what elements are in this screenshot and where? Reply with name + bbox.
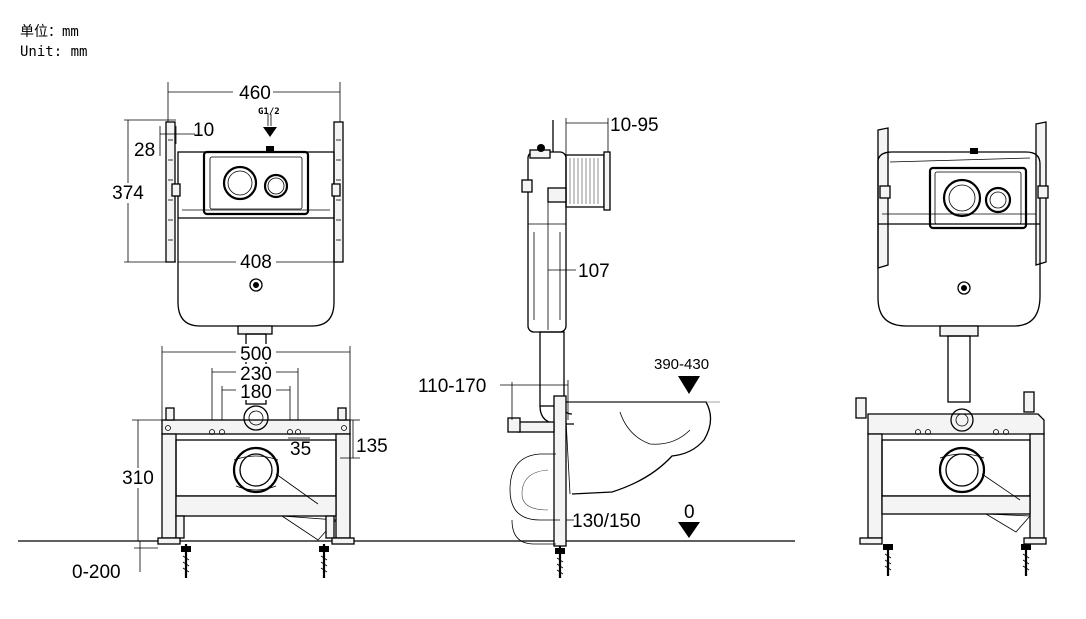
front-view-frame: 500 230 180 35 xyxy=(72,344,388,583)
units-label-english: Unit: mm xyxy=(20,44,88,60)
front-view-cistern: 460 374 28 10 xyxy=(108,82,344,405)
dim-leg-0-200: 0-200 xyxy=(72,562,121,583)
units-label-chinese: 单位：mm xyxy=(20,24,79,40)
dim-width-460: 460 xyxy=(239,83,271,104)
dim-seat-390-430: 390-430 xyxy=(654,356,709,373)
units-note: 单位：mm Unit: mm xyxy=(20,22,87,62)
dim-outlet-130-150: 130/150 xyxy=(572,511,641,532)
dim-inner-408: 408 xyxy=(240,252,272,273)
inlet-g12-label: G1/2 xyxy=(258,107,280,117)
dim-offset-110-170: 110-170 xyxy=(418,376,486,397)
isometric-view xyxy=(855,121,1049,576)
dim-height-310: 310 xyxy=(122,468,154,489)
dim-height-135: 135 xyxy=(356,436,388,457)
dim-depth-10-95: 10-95 xyxy=(610,115,659,136)
dim-gap-10: 10 xyxy=(193,120,214,141)
dim-spacing-180: 180 xyxy=(240,382,272,403)
dim-hole-35: 35 xyxy=(290,439,311,460)
dim-height-374: 374 xyxy=(112,183,144,204)
side-view: 10-95 107 110-170 390- xyxy=(418,115,720,578)
dim-spacing-230: 230 xyxy=(240,364,272,385)
dim-tank-107: 107 xyxy=(578,261,610,282)
dim-width-500: 500 xyxy=(240,344,272,365)
floor-level-0: 0 xyxy=(684,502,695,523)
dim-bracket-28: 28 xyxy=(134,140,155,161)
